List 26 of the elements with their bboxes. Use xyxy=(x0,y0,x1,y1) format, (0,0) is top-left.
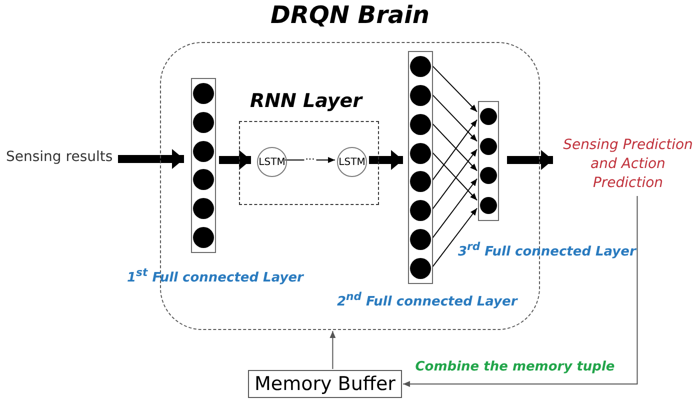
arrow xyxy=(118,149,184,169)
arrow xyxy=(330,330,336,370)
memory-box: Memory Buffer xyxy=(248,370,402,398)
container-title: DRQN Brain xyxy=(270,1,430,29)
lstm-cell: LSTM xyxy=(257,147,287,177)
arrow xyxy=(432,152,478,201)
arrow xyxy=(432,148,478,210)
arrow xyxy=(432,208,478,268)
arrow xyxy=(432,64,478,112)
layer-caption: 1$^{st}$ Full connected Layer xyxy=(127,266,304,286)
edge-label: Combine the memory tuple xyxy=(415,360,615,374)
arrow xyxy=(402,196,638,387)
output-label: Sensing Prediction and Action Prediction xyxy=(562,136,694,194)
arrow xyxy=(432,119,478,182)
input-label: Sensing results xyxy=(6,149,112,169)
arrow xyxy=(432,122,478,172)
arrow xyxy=(284,157,336,163)
arrow xyxy=(432,178,478,240)
arrow xyxy=(432,94,478,142)
layer-caption: 2$^{nd}$ Full connected Layer xyxy=(337,290,518,310)
layer-title: RNN Layer xyxy=(250,90,362,112)
arrow xyxy=(219,150,251,170)
layer-caption: 3$^{rd}$ Full connected Layer xyxy=(458,240,636,260)
arrow xyxy=(369,150,403,170)
lstm-cell: LSTM xyxy=(337,147,367,177)
arrow xyxy=(507,150,553,170)
